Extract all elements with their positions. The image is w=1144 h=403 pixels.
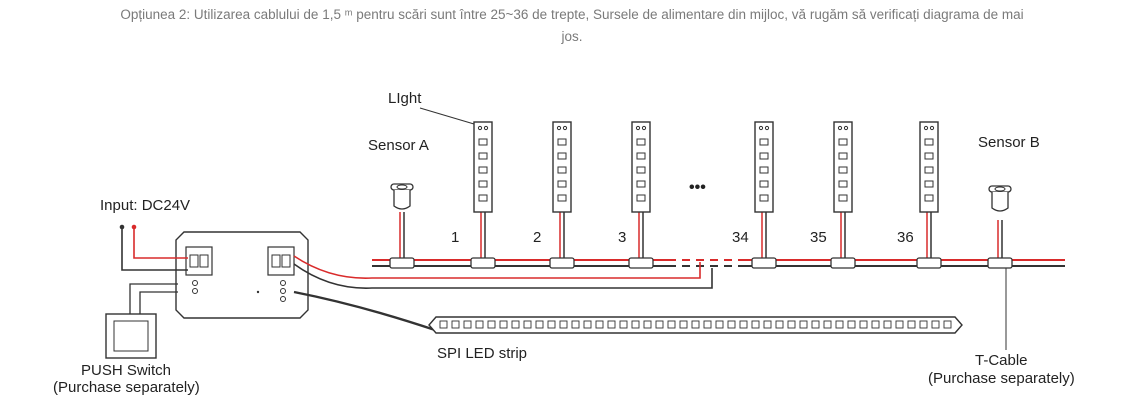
sensor-b-label: Sensor B — [978, 134, 1040, 151]
strip-led-chip — [811, 320, 820, 329]
strip-led-chip — [631, 320, 640, 329]
strip-led-chip — [511, 320, 520, 329]
strip-led-chip — [799, 320, 808, 329]
step-number: 2 — [533, 229, 541, 246]
strip-led-chip — [643, 320, 652, 329]
push-switch-label: PUSH Switch — [81, 362, 171, 379]
strip-led-chip — [619, 320, 628, 329]
t-cable-label: T-Cable — [975, 352, 1028, 369]
strip-led-chip — [823, 320, 832, 329]
strip-led-chip — [931, 320, 940, 329]
strip-led-chip — [763, 320, 772, 329]
strip-led-chip — [835, 320, 844, 329]
strip-led-chip — [919, 320, 928, 329]
caption-line-2: jos. — [561, 29, 583, 44]
strip-led-chip — [595, 320, 604, 329]
strip-led-chip — [463, 320, 472, 329]
push-switch-note: (Purchase separately) — [53, 379, 200, 396]
strip-led-chip — [499, 320, 508, 329]
step-number: 34 — [732, 229, 749, 246]
ellipsis: ••• — [689, 179, 706, 196]
sensor-b-icon — [988, 185, 1012, 212]
led-bar-34 — [754, 121, 774, 213]
strip-led-chip — [787, 320, 796, 329]
strip-led-chip — [943, 320, 952, 329]
strip-led-chip — [691, 320, 700, 329]
strip-led-chip — [523, 320, 532, 329]
strip-led-chip — [571, 320, 580, 329]
caption-line-1: Opțiunea 2: Utilizarea cablului de 1,5 ᵐ… — [120, 7, 1024, 22]
strip-led-chip — [871, 320, 880, 329]
sensor-a-icon — [390, 183, 414, 210]
input-wires — [119, 224, 188, 271]
controller-box — [175, 231, 309, 319]
strip-led-chip — [559, 320, 568, 329]
led-bar-3 — [631, 121, 651, 213]
strip-led-chip — [751, 320, 760, 329]
output-wires — [293, 255, 713, 332]
strip-led-chip — [727, 320, 736, 329]
push-switch-icon — [105, 283, 178, 359]
light-pointer — [419, 107, 475, 125]
step-number: 36 — [897, 229, 914, 246]
strip-led-chip — [775, 320, 784, 329]
strip-led-chip — [655, 320, 664, 329]
strip-led-chip — [535, 320, 544, 329]
strip-led-chip — [859, 320, 868, 329]
step-number: 35 — [810, 229, 827, 246]
strip-led-chip — [895, 320, 904, 329]
strip-led-chip — [847, 320, 856, 329]
step-number: 3 — [618, 229, 626, 246]
light-label: LIght — [388, 90, 422, 107]
strip-led-chip — [607, 320, 616, 329]
led-bar-36 — [919, 121, 939, 213]
led-bar-2 — [552, 121, 572, 213]
step-number: 1 — [451, 229, 459, 246]
strip-led-chip — [547, 320, 556, 329]
led-bar-1 — [473, 121, 493, 213]
strip-led-chip — [715, 320, 724, 329]
strip-led-chip — [667, 320, 676, 329]
input-label: Input: DC24V — [100, 197, 190, 214]
strip-led-chip — [439, 320, 448, 329]
strip-led-chip — [907, 320, 916, 329]
strip-led-chip — [679, 320, 688, 329]
strip-led-chip — [739, 320, 748, 329]
spi-led-strip — [428, 316, 963, 334]
spi-strip-label: SPI LED strip — [437, 345, 527, 362]
strip-led-chip — [583, 320, 592, 329]
led-bar-35 — [833, 121, 853, 213]
strip-led-chip — [703, 320, 712, 329]
strip-led-chip — [451, 320, 460, 329]
strip-led-chip — [487, 320, 496, 329]
caption: Opțiunea 2: Utilizarea cablului de 1,5 ᵐ… — [0, 4, 1144, 48]
strip-led-chip — [883, 320, 892, 329]
sensor-a-label: Sensor A — [368, 137, 429, 154]
t-cable-note: (Purchase separately) — [928, 370, 1075, 387]
strip-led-chip — [475, 320, 484, 329]
drop-wires — [399, 212, 1003, 258]
